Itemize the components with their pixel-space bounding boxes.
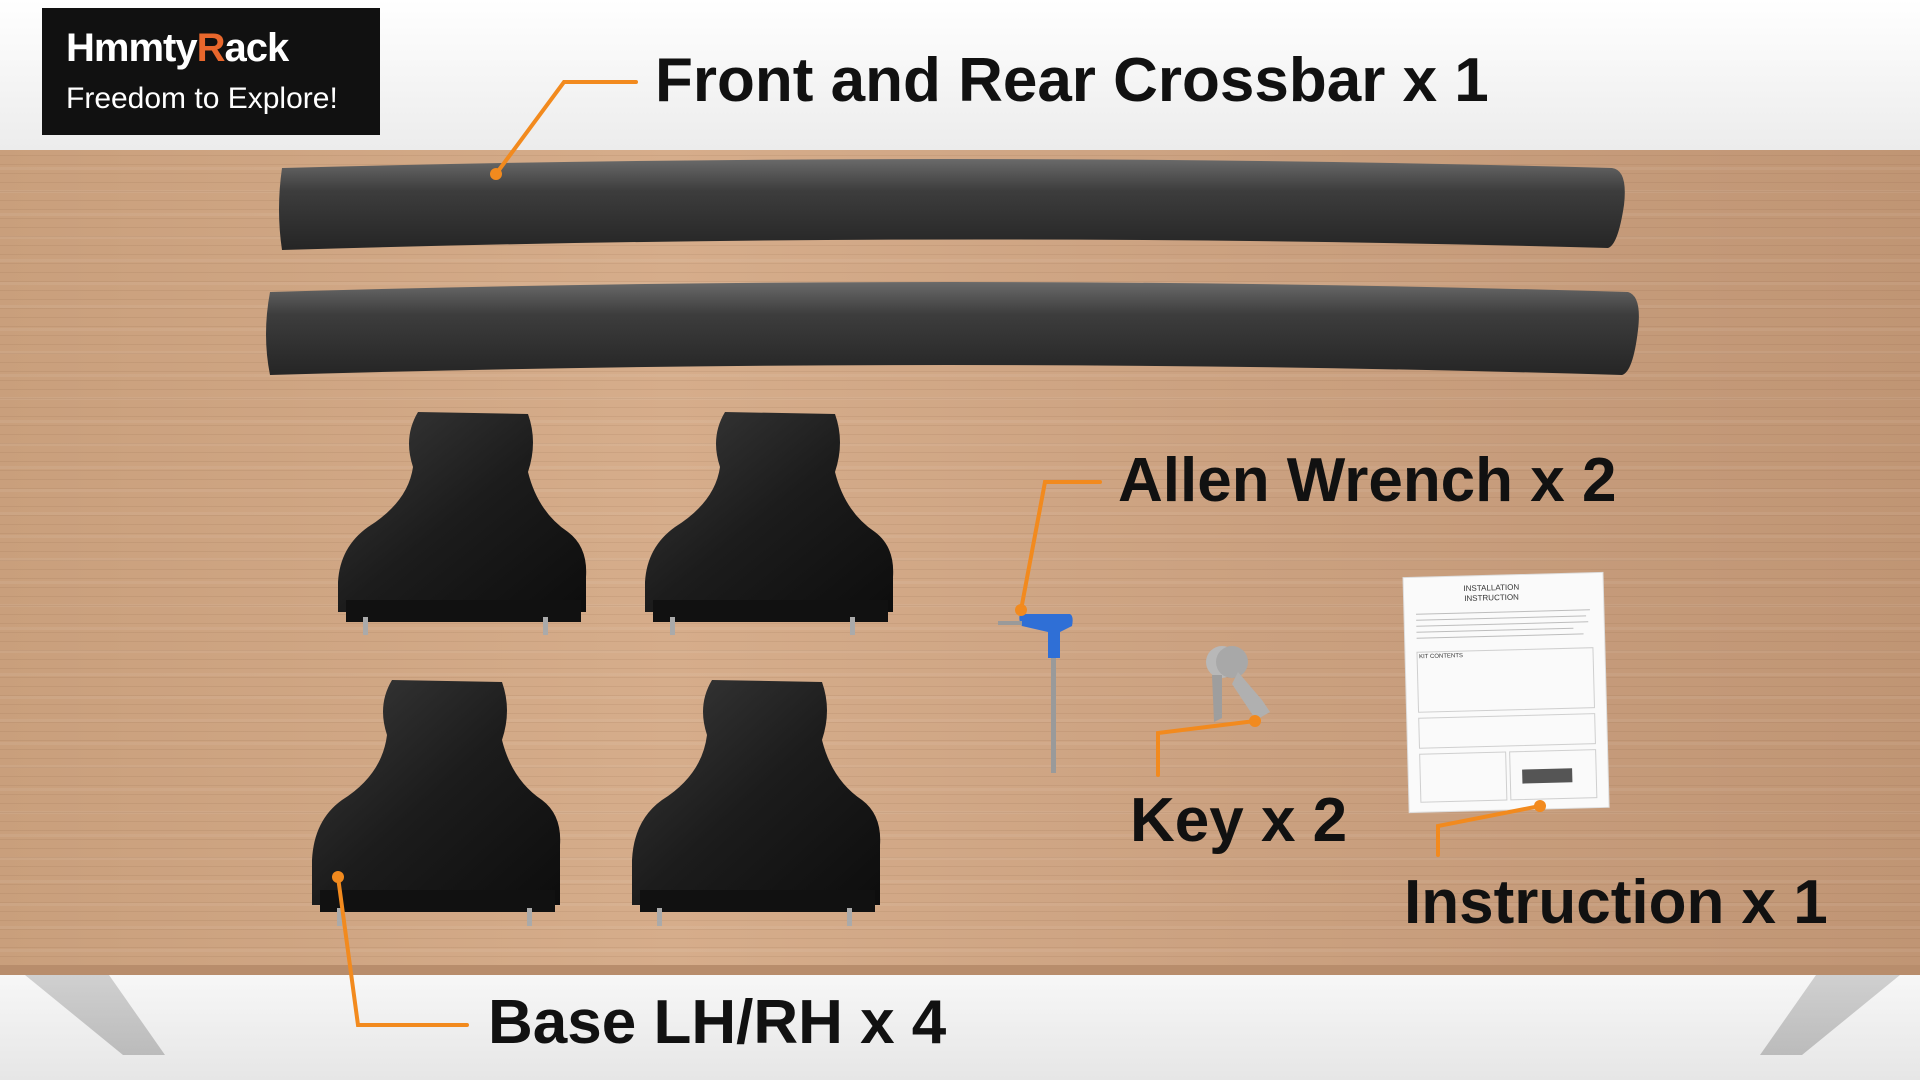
callout-allen [1019,480,1102,612]
callout-dot-base [332,871,344,883]
label-crossbar: Front and Rear Crossbar x 1 [655,46,1489,115]
instruction-section: KIT CONTENTS [1419,653,1463,660]
brand-name: HmmtyRack [66,26,289,70]
floor [0,975,1920,1080]
instruction-title-2: INSTRUCTION [1464,593,1519,603]
callout-key [1156,719,1257,777]
base-top-left [338,412,587,635]
instruction-sheet: INSTALLATION INSTRUCTION KIT CONTENTS [1402,571,1610,814]
instruction-title-1: INSTALLATION [1463,583,1519,593]
base-bottom-right [632,680,881,926]
allen-wrench [998,614,1073,773]
callout-dot-crossbar [490,168,502,180]
label-allen-wrench: Allen Wrench x 2 [1118,446,1617,515]
label-key: Key x 2 [1130,786,1348,855]
callout-dot-allen [1015,604,1027,616]
brand-tagline: Freedom to Explore! [66,82,338,115]
callout-instruction [1436,804,1542,857]
base-top-right [645,412,894,635]
keys [1206,646,1270,722]
callout-dot-instruction [1534,800,1546,812]
callout-crossbar [494,80,638,176]
crossbar-front [279,159,1625,250]
base-bottom-left [312,680,561,926]
callout-base [336,875,469,1027]
brand-logo: HmmtyRack Freedom to Explore! [42,8,380,135]
callout-dot-key [1249,715,1261,727]
label-base: Base LH/RH x 4 [488,988,947,1057]
label-instruction: Instruction x 1 [1404,868,1828,937]
crossbar-rear [266,282,1639,375]
table-edge [0,965,1920,977]
